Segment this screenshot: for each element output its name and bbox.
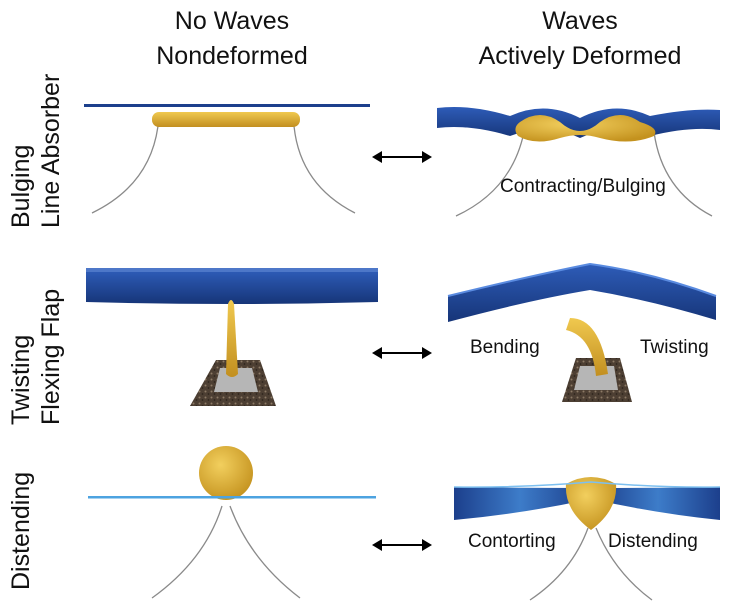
water-surface	[84, 104, 370, 107]
distending-deformed	[453, 477, 721, 601]
bulging-deformed	[437, 107, 720, 217]
annotation-contracting-bulging: Contracting/Bulging	[500, 176, 666, 197]
tether-right	[595, 527, 653, 601]
column-header-line2: Nondeformed	[156, 42, 308, 70]
flap-base	[214, 368, 258, 392]
flap-nondeformed	[86, 268, 378, 406]
line-absorber	[152, 112, 300, 127]
annotation-twisting: Twisting	[640, 337, 709, 358]
water-surface-left	[454, 487, 586, 520]
water-slab-top	[86, 268, 378, 272]
tether-left	[91, 125, 159, 214]
double-arrow-icon	[372, 347, 432, 359]
annotation-distending: Distending	[608, 531, 698, 552]
flap	[566, 318, 608, 376]
tether-right	[653, 131, 713, 217]
water-surface-right	[596, 487, 720, 520]
column-header-deformed: Waves Actively Deformed	[460, 4, 700, 74]
tether-right	[293, 125, 356, 214]
tether-left	[529, 527, 589, 601]
flap	[226, 300, 238, 377]
water-slab	[448, 264, 716, 322]
double-arrow-icon	[372, 151, 432, 163]
bulging-nondeformed	[84, 104, 370, 214]
flap-deformed	[447, 262, 717, 402]
column-header-line2: Actively Deformed	[478, 42, 682, 70]
double-arrow-icon	[372, 539, 432, 551]
annotation-contorting: Contorting	[468, 531, 556, 552]
column-header-line1: No Waves	[174, 7, 290, 35]
column-header-line1: Waves	[542, 7, 618, 35]
water-slab-top	[447, 262, 717, 297]
tether-left	[455, 131, 525, 217]
tether-right	[229, 505, 301, 599]
distending-device	[565, 477, 617, 530]
distending-device	[199, 446, 253, 500]
line-absorber	[515, 115, 656, 142]
tether-left	[151, 505, 223, 599]
water-surface	[88, 496, 376, 499]
annotation-bending: Bending	[470, 337, 540, 358]
water-slab	[86, 270, 378, 304]
distending-nondeformed	[88, 446, 376, 599]
column-header-nondeformed: No Waves Nondeformed	[112, 4, 352, 74]
